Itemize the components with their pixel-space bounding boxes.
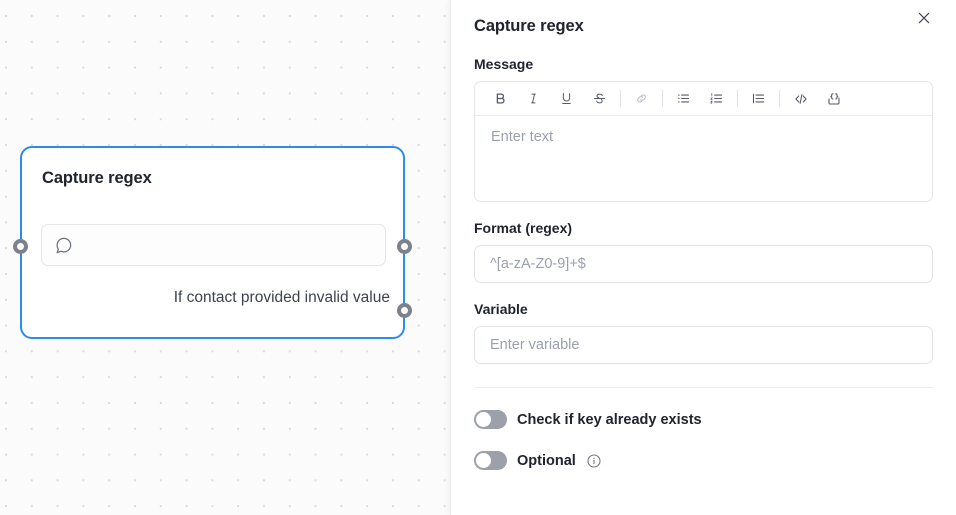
toggle-knob (476, 412, 491, 427)
toolbar-separator (662, 90, 663, 107)
message-placeholder: Enter text (491, 129, 554, 145)
node-port-input[interactable] (13, 239, 28, 254)
flow-canvas[interactable]: Capture regex If contact provided invali… (0, 0, 450, 515)
node-branch-label: If contact provided invalid value (173, 289, 390, 306)
message-editor-body[interactable]: Enter text (475, 116, 932, 201)
bold-icon[interactable] (484, 85, 517, 113)
toolbar-separator (737, 90, 738, 107)
optional-toggle[interactable] (474, 451, 507, 470)
chat-bubble-icon (54, 236, 73, 255)
message-label: Message (474, 56, 534, 72)
link-icon[interactable] (625, 85, 658, 113)
align-list-icon[interactable] (742, 85, 775, 113)
node-title: Capture regex (42, 169, 152, 187)
node-message-field[interactable] (41, 224, 386, 266)
toggle-row-check-key-exists: Check if key already exists (474, 410, 933, 429)
variable-input[interactable] (474, 326, 933, 364)
close-icon (916, 10, 932, 29)
message-rich-text-editor[interactable]: Enter text (474, 81, 933, 202)
node-port-branch-invalid[interactable] (397, 303, 412, 318)
format-regex-input[interactable] (474, 245, 933, 283)
strikethrough-icon[interactable] (583, 85, 616, 113)
code-icon[interactable] (784, 85, 817, 113)
bulleted-list-icon[interactable] (667, 85, 700, 113)
panel-header: Capture regex (474, 0, 933, 56)
toolbar-separator (779, 90, 780, 107)
toggle-row-optional: Optional (474, 451, 933, 470)
toggle-knob (476, 453, 491, 468)
variable-braces-icon[interactable] (817, 85, 850, 113)
check-key-exists-label: Check if key already exists (517, 411, 702, 428)
node-port-output[interactable] (397, 239, 412, 254)
italic-icon[interactable] (517, 85, 550, 113)
info-icon[interactable] (586, 453, 602, 469)
optional-label: Optional (517, 452, 576, 469)
variable-field-block: Variable (474, 301, 933, 364)
editor-toolbar (475, 82, 932, 116)
panel-title: Capture regex (474, 17, 584, 35)
format-label: Format (regex) (474, 220, 573, 236)
numbered-list-icon[interactable] (700, 85, 733, 113)
format-field-block: Format (regex) (474, 220, 933, 283)
check-key-exists-toggle[interactable] (474, 410, 507, 429)
settings-panel: Capture regex Message (450, 0, 956, 515)
toolbar-separator (620, 90, 621, 107)
section-divider (474, 387, 933, 388)
underline-icon[interactable] (550, 85, 583, 113)
variable-label: Variable (474, 301, 528, 317)
flow-node-capture-regex[interactable]: Capture regex If contact provided invali… (13, 146, 412, 339)
close-button[interactable] (911, 6, 937, 32)
message-field-block: Message (474, 56, 933, 202)
